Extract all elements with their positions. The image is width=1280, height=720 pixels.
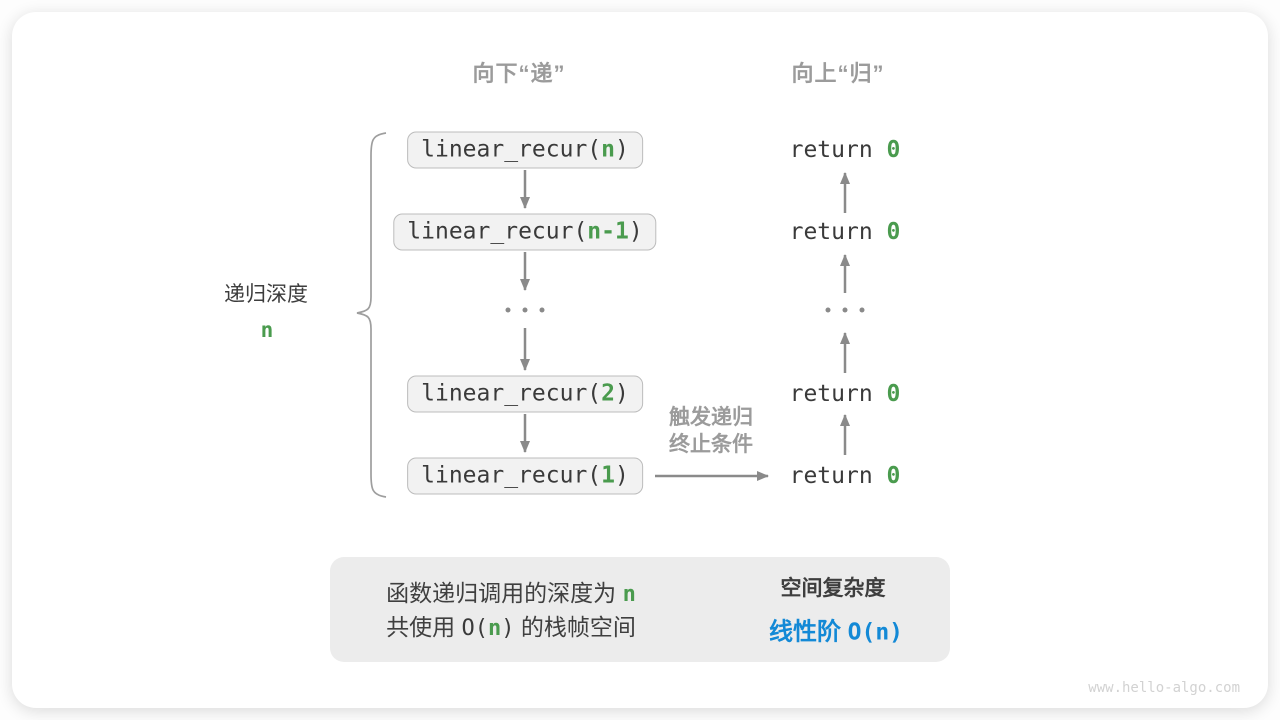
return-item-4: return 0 — [790, 463, 901, 489]
terminate-line-2: 终止条件 — [669, 433, 753, 456]
return-value: 0 — [886, 463, 901, 489]
terminate-label: 触发递归 终止条件 — [669, 404, 753, 458]
call-text: ) — [628, 218, 643, 245]
return-text: return — [789, 463, 887, 489]
summary-text: 函数递归调用的深度为 — [386, 580, 623, 606]
summary-box — [330, 557, 950, 662]
summary-line-1: 函数递归调用的深度为 n — [386, 574, 636, 608]
site-watermark: www.hello-algo.com — [1088, 680, 1240, 696]
terminate-line-1: 触发递归 — [669, 406, 753, 429]
ellipsis-icon — [825, 307, 865, 313]
summary-line-2: 共使用 O(n) 的栈帧空间 — [386, 608, 636, 642]
column-header-recurse: 向下“递” — [472, 61, 566, 86]
call-text: linear_recur( — [407, 218, 588, 245]
call-text: linear_recur( — [421, 136, 602, 163]
call-text: ) — [615, 462, 629, 489]
return-text: return — [789, 137, 887, 163]
return-value: 0 — [886, 381, 901, 407]
return-text: return — [789, 381, 887, 407]
call-arg: 1 — [601, 462, 616, 489]
return-item-3: return 0 — [790, 381, 901, 407]
call-text: linear_recur( — [421, 380, 602, 407]
summary-text: 的栈帧空间 — [514, 614, 636, 640]
return-item-1: return 0 — [790, 137, 901, 163]
call-box-2: linear_recur(2) — [407, 375, 643, 413]
ellipsis-icon — [505, 307, 545, 313]
call-text: linear_recur( — [421, 462, 602, 489]
summary-value: n — [488, 616, 502, 641]
summary-text: 共使用 — [386, 614, 462, 640]
summary-value: n — [622, 582, 636, 607]
call-box-n: linear_recur(n) — [407, 131, 643, 169]
call-box-1: linear_recur(1) — [407, 457, 643, 495]
depth-value: n — [260, 318, 274, 342]
return-value: 0 — [886, 137, 901, 163]
summary-code: O( — [461, 616, 489, 641]
call-box-n-1: linear_recur(n-1) — [393, 213, 657, 251]
complexity-result: 线性阶 O(n) — [769, 612, 903, 647]
complexity-title: 空间复杂度 — [780, 577, 886, 600]
depth-brace — [356, 132, 387, 498]
call-arg: 2 — [601, 380, 616, 407]
return-value: 0 — [886, 219, 901, 245]
depth-label: 递归深度 — [224, 283, 308, 306]
call-arg: n — [601, 136, 616, 163]
complexity-code: O(n) — [847, 619, 904, 646]
call-arg: n-1 — [587, 218, 629, 245]
summary-code: ) — [501, 616, 515, 641]
call-text: ) — [615, 136, 629, 163]
return-item-2: return 0 — [790, 219, 901, 245]
column-header-return: 向上“归” — [791, 61, 885, 86]
complexity-text: 线性阶 — [768, 618, 848, 646]
call-text: ) — [615, 380, 629, 407]
return-text: return — [789, 219, 887, 245]
